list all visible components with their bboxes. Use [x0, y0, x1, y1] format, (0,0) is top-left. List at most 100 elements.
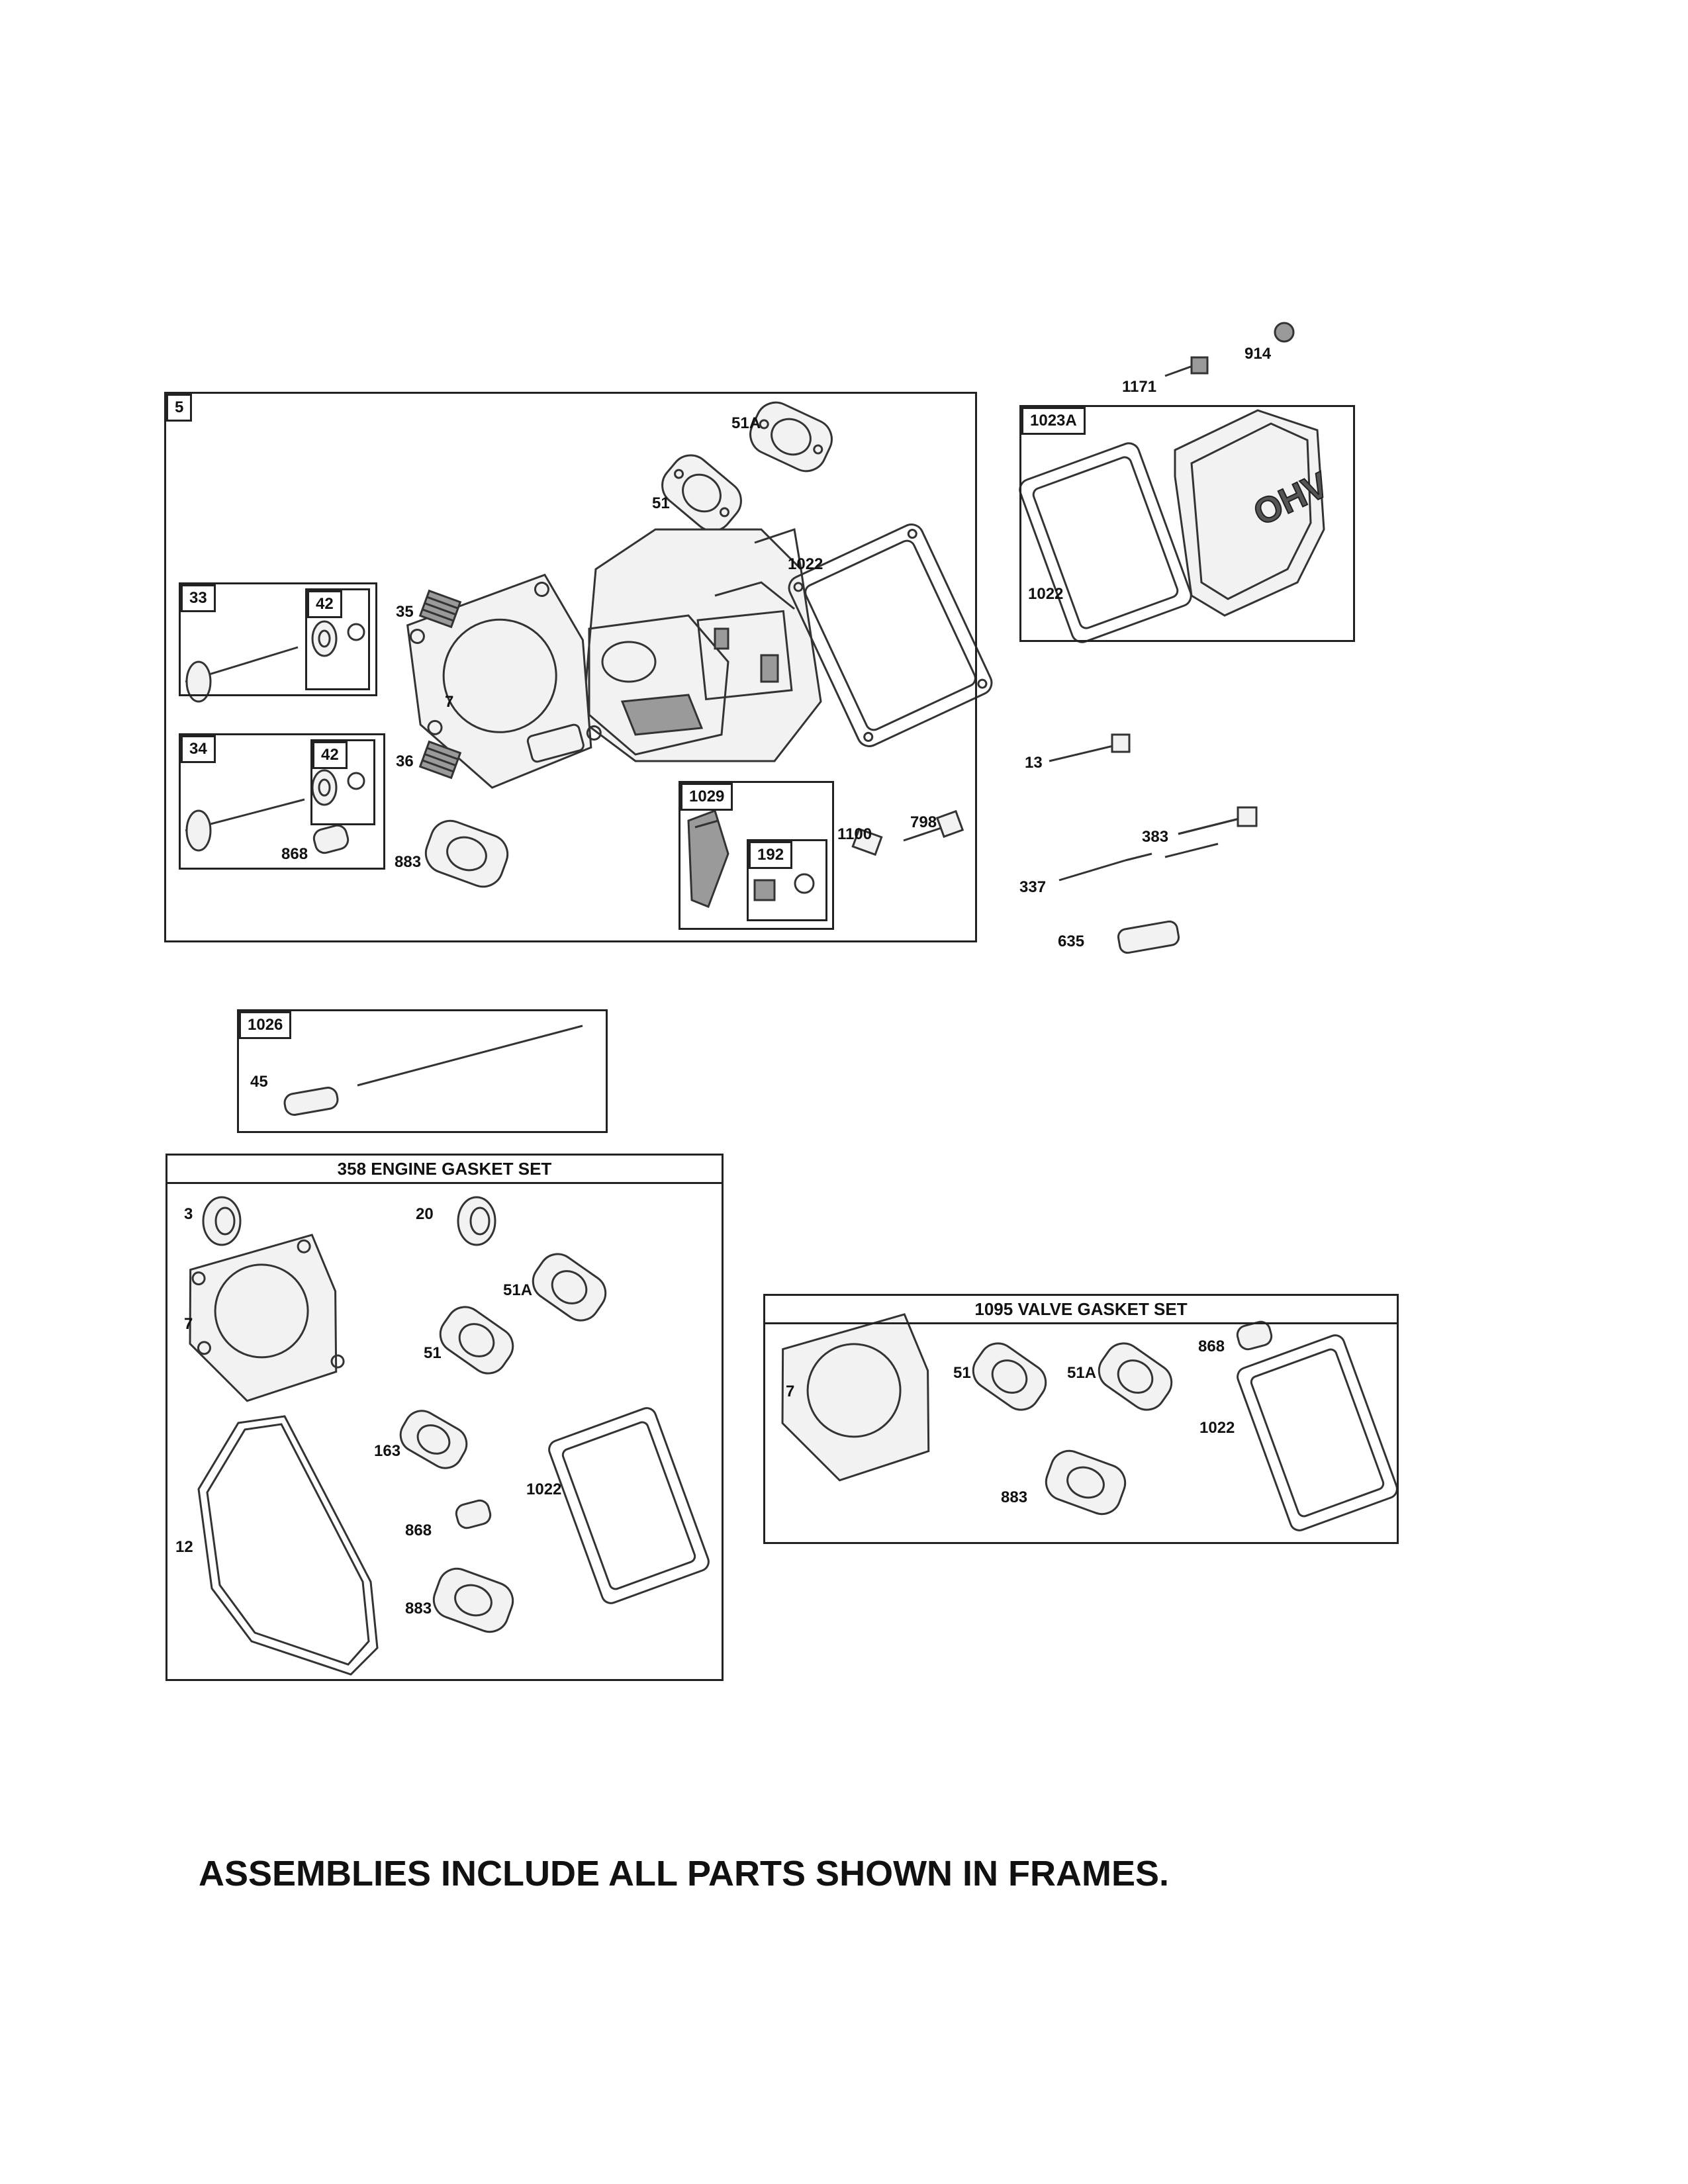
assembly-tag-42a: 42: [307, 590, 342, 618]
engine-gasket-set-title: 358 ENGINE GASKET SET: [167, 1156, 722, 1184]
cylinder-head-part: [581, 528, 822, 762]
vg-callout-51: 51: [953, 1364, 971, 1382]
retainer-42a-part: [311, 620, 365, 657]
seal-868-part: [312, 824, 350, 854]
callout-1171: 1171: [1122, 378, 1157, 396]
callout-868: 868: [281, 845, 308, 863]
assembly-tag-1029: 1029: [680, 783, 733, 811]
callout-cover-1022: 1022: [1028, 585, 1064, 603]
eg-callout-3: 3: [184, 1205, 193, 1223]
gasket-51a-part: [749, 401, 833, 473]
assembly-tag-1026: 1026: [239, 1011, 292, 1039]
eg-gasket-163-part: [399, 1410, 468, 1469]
vg-callout-51a: 51A: [1067, 1364, 1097, 1382]
vg-head-gasket-7-part: [781, 1313, 930, 1482]
rocker-gasket-1022-part: [788, 523, 993, 747]
assembly-tag-main: 5: [166, 394, 193, 422]
nut-914-part: [1274, 322, 1295, 343]
vg-callout-7: 7: [786, 1383, 795, 1400]
assembly-tag-192: 192: [749, 841, 793, 869]
eg-callout-163: 163: [374, 1442, 401, 1460]
assemblies-note: ASSEMBLIES INCLUDE ALL PARTS SHOWN IN FR…: [199, 1854, 1170, 1893]
assembly-tag-42b: 42: [312, 741, 348, 769]
eg-gasket-51-part: [439, 1306, 514, 1375]
callout-914: 914: [1244, 345, 1272, 363]
retainer-42a-frame: 42: [305, 588, 370, 690]
eg-gasket-1022-part: [548, 1407, 710, 1604]
head-gasket-7-part: [406, 573, 602, 789]
assembly-tag-34: 34: [181, 735, 216, 763]
vg-gasket-883-part: [1045, 1449, 1127, 1516]
pushrod-1026-frame: 1026: [237, 1009, 608, 1133]
tappet-45-part: [283, 1087, 339, 1116]
eg-callout-7: 7: [184, 1315, 193, 1333]
vg-gasket-51-part: [972, 1342, 1047, 1411]
spring-35-part: [418, 589, 462, 629]
rocker-1029-frame: 1029 192: [679, 781, 834, 930]
eg-callout-51a: 51A: [503, 1281, 533, 1299]
eg-callout-1022: 1022: [526, 1480, 562, 1498]
vg-gasket-51a-part: [1098, 1342, 1173, 1411]
callout-36: 36: [396, 752, 414, 770]
callout-798: 798: [910, 813, 937, 831]
spark-plug-337-part: [1058, 852, 1152, 882]
eg-callout-883: 883: [405, 1600, 432, 1617]
callout-1100: 1100: [837, 825, 872, 843]
vg-callout-883: 883: [1001, 1488, 1028, 1506]
crankcase-gasket-12-part: [197, 1415, 379, 1676]
callout-51: 51: [652, 494, 670, 512]
valve-33-frame: 33 42: [179, 582, 377, 696]
eg-seal-868-part: [455, 1499, 492, 1529]
rocker-arm-part: [687, 809, 729, 908]
engine-gasket-set-frame: 358 ENGINE GASKET SET: [165, 1154, 724, 1681]
spark-plug-cap-383-part: [1164, 806, 1258, 858]
vg-callout-868: 868: [1198, 1338, 1225, 1355]
valve-34-frame: 34 42: [179, 733, 385, 870]
bolt-13-part: [1049, 733, 1131, 762]
valve-33-part: [185, 646, 299, 703]
spring-36-part: [418, 740, 462, 780]
eg-gasket-51a-part: [532, 1253, 607, 1322]
screw-1171-part: [1164, 356, 1209, 377]
valve-34-part: [185, 798, 305, 852]
assembly-tag-1023a: 1023A: [1021, 407, 1086, 435]
vg-gasket-1022-part: [1237, 1334, 1398, 1531]
gasket-51-part: [661, 454, 742, 532]
retainer-42b-frame: 42: [310, 739, 375, 825]
rocker-cover-part: OHV: [1174, 409, 1335, 617]
callout-383: 383: [1142, 828, 1169, 846]
eg-callout-20: 20: [416, 1205, 434, 1223]
rocker-192-frame: 192: [747, 839, 827, 921]
callout-45: 45: [250, 1073, 268, 1091]
callout-7: 7: [445, 693, 454, 711]
callout-635: 635: [1058, 933, 1085, 950]
callout-13: 13: [1025, 754, 1043, 772]
stud-798-part: [903, 809, 964, 842]
callout-337: 337: [1019, 878, 1047, 896]
valve-gasket-set-frame: 1095 VALVE GASKET SET: [763, 1294, 1399, 1544]
eg-callout-868: 868: [405, 1522, 432, 1539]
eg-callout-51: 51: [424, 1344, 442, 1362]
eg-gasket-883-part: [432, 1567, 514, 1633]
guide-1100-part: [851, 827, 883, 856]
callout-35: 35: [396, 603, 414, 621]
callout-883: 883: [395, 853, 422, 871]
vg-callout-1022: 1022: [1199, 1419, 1235, 1437]
gasket-883-part: [424, 819, 509, 888]
main-assembly-frame: 5: [164, 392, 977, 942]
cover-gasket-1022-part: [1019, 442, 1192, 643]
retainer-42b-part: [311, 769, 365, 806]
rocker-192-part: [753, 873, 815, 901]
seal-3-part: [202, 1196, 242, 1246]
seal-20-part: [457, 1196, 496, 1246]
cover-1023a-frame: 1023A: [1019, 405, 1355, 642]
assembly-tag-33: 33: [181, 584, 216, 612]
eg-head-gasket-7-part: [189, 1234, 345, 1402]
callout-1022: 1022: [788, 555, 823, 573]
pushrod-part: [357, 1024, 583, 1087]
eg-callout-12: 12: [175, 1538, 193, 1556]
valve-gasket-set-title: 1095 VALVE GASKET SET: [765, 1296, 1397, 1324]
callout-51a: 51A: [731, 414, 761, 432]
boot-635-part: [1117, 920, 1180, 954]
